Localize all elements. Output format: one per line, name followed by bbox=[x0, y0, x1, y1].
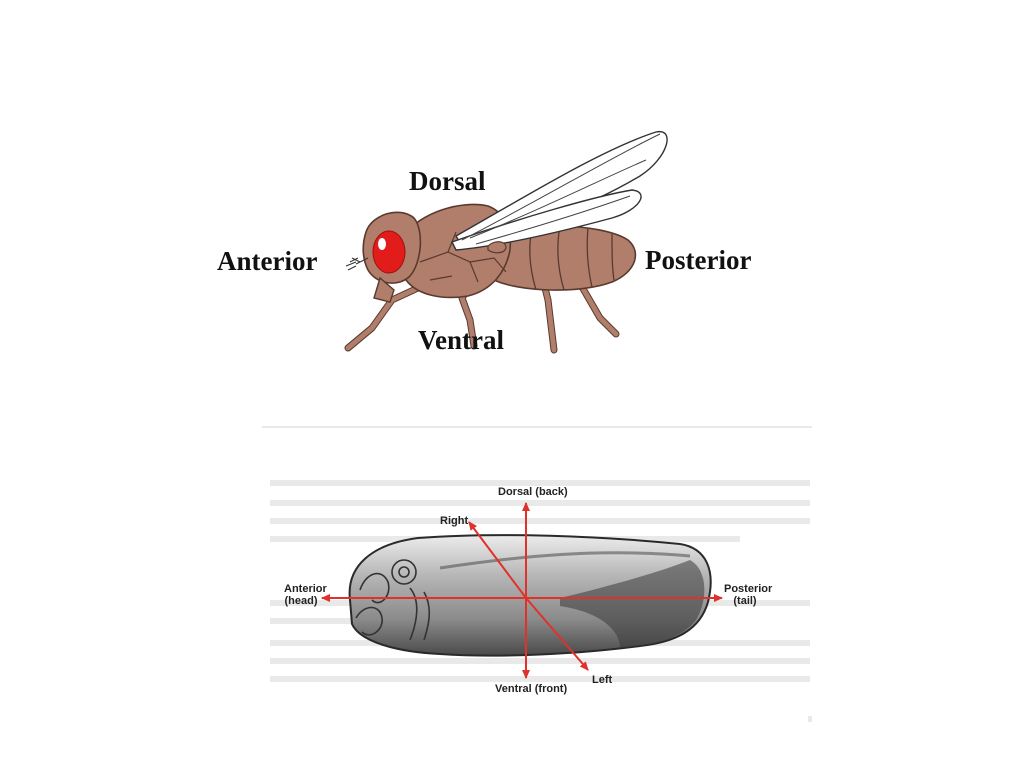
embryo-label-anterior: Anterior (head) bbox=[284, 583, 327, 607]
fly-illustration bbox=[344, 131, 668, 354]
embryo-label-posterior-line2: (tail) bbox=[733, 595, 757, 607]
fly-label-posterior: Posterior bbox=[645, 245, 752, 275]
embryo-dorsal-ridge bbox=[439, 551, 691, 570]
fly-wing-front bbox=[451, 189, 642, 251]
embryo-tail-shading bbox=[560, 560, 705, 648]
embryo-label-right: Right bbox=[440, 515, 469, 527]
embryo-label-posterior: Posterior (tail) bbox=[724, 583, 773, 607]
fly-label-ventral: Ventral bbox=[418, 325, 504, 355]
embryo-label-anterior-line2: (head) bbox=[284, 595, 318, 607]
fly-proboscis bbox=[373, 276, 395, 303]
fly-label-dorsal: Dorsal bbox=[409, 166, 486, 196]
embryo-label-posterior-line1: Posterior bbox=[724, 583, 773, 595]
embryo-label-left: Left bbox=[592, 674, 613, 686]
embryo-illustration bbox=[262, 426, 812, 722]
embryo-axes bbox=[321, 502, 723, 679]
embryo-label-ventral: Ventral (front) bbox=[495, 683, 568, 695]
embryo-label-anterior-line1: Anterior bbox=[284, 583, 327, 595]
fly-eye-highlight bbox=[378, 238, 386, 250]
fly-wing-veins bbox=[461, 133, 661, 245]
fly-antenna bbox=[345, 257, 369, 271]
axis-left bbox=[525, 597, 589, 671]
axis-right bbox=[468, 521, 527, 599]
fly-eye bbox=[372, 230, 406, 274]
fly-haltere bbox=[487, 241, 507, 254]
fly-label-anterior: Anterior bbox=[217, 246, 318, 276]
embryo-label-dorsal: Dorsal (back) bbox=[498, 486, 568, 498]
embryo-head-detail bbox=[355, 559, 431, 641]
